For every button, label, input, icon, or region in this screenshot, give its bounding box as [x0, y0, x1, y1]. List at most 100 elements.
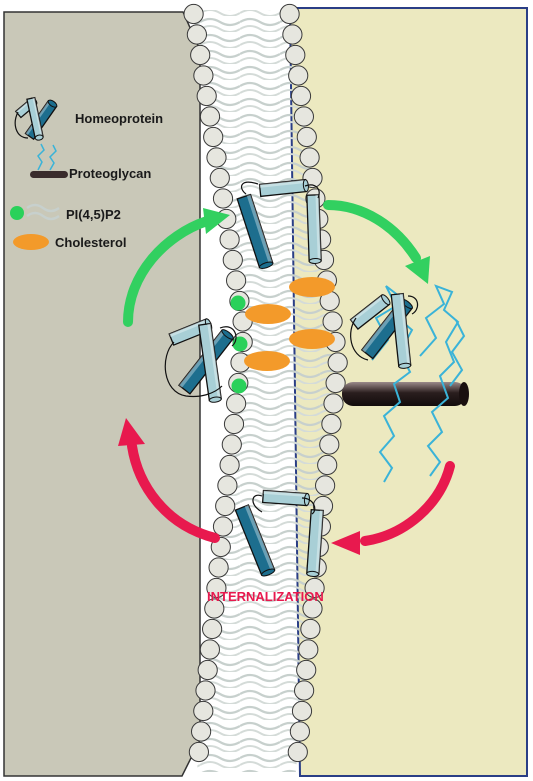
green-arrow-right: [323, 200, 430, 284]
lipid-head-bead: [296, 659, 317, 681]
helix: [234, 504, 276, 577]
pip2-molecule: [230, 295, 246, 311]
protein-loop: [219, 326, 237, 347]
lipid-head-bead: [209, 167, 230, 189]
lipid-head-bead: [226, 393, 247, 414]
lipid-head-bead: [304, 577, 325, 599]
legend-pip2-label: PI(4,5)P2: [66, 207, 121, 222]
lipid-head-bead: [197, 659, 218, 681]
pip2-molecule: [231, 378, 247, 394]
cholesterol-molecule: [289, 277, 335, 297]
lipid-head-bead: [193, 65, 214, 86]
helix: [349, 294, 391, 330]
lipid-head-bead: [217, 475, 238, 496]
lipid-head-bead: [222, 249, 243, 271]
legend-cholesterol-label: Cholesterol: [55, 235, 127, 250]
lipid-head-bead: [221, 434, 242, 455]
lipid-head-bead: [298, 639, 319, 660]
lipid-head-bead: [299, 147, 320, 168]
helix: [198, 322, 222, 403]
legend-homeoprotein-label: Homeoprotein: [75, 111, 163, 126]
lipid-head-bead: [315, 475, 336, 496]
helix: [261, 489, 310, 507]
internalization-label: INTERNALIZATION: [207, 589, 324, 604]
lipid-head-bead: [287, 741, 308, 763]
cholesterol-molecule: [245, 304, 291, 324]
pip2-icon: [10, 203, 60, 221]
lipid-head-bead: [290, 85, 312, 107]
helix: [390, 292, 412, 369]
lipid-head-bead: [212, 188, 234, 209]
lipid-head-bead: [215, 495, 236, 517]
homeoprotein-icon: [14, 96, 58, 141]
lipid-head-bead: [285, 44, 306, 66]
protein-loop: [164, 341, 223, 398]
lipid-head-bead: [282, 24, 303, 45]
lipid-head-bead: [302, 598, 323, 619]
lipid-head-bead: [293, 106, 314, 127]
pip2-molecule: [232, 336, 248, 352]
green-arrow-left: [123, 208, 230, 327]
protein-loop: [252, 494, 263, 513]
lipid-head-bead: [319, 434, 340, 455]
lipid-head-bead: [321, 413, 342, 435]
lipid-head-bead: [288, 65, 309, 86]
lipid-head-bead: [223, 413, 245, 435]
glycan-chain: [449, 319, 466, 387]
lipid-head-bead: [219, 229, 240, 250]
membrane-outer-leaflet: [183, 3, 253, 763]
lipid-head-bead: [206, 577, 227, 599]
lipid-head-bead: [190, 44, 211, 66]
lipid-head-bead: [183, 3, 204, 25]
lipid-head-bead: [219, 454, 240, 476]
homeoprotein-extracellular: [164, 318, 237, 403]
protein-loop: [240, 181, 259, 195]
lipid-head-bead: [203, 126, 224, 148]
proteoglycan-icon: [30, 143, 68, 178]
protein-loop: [301, 497, 316, 515]
helix: [236, 193, 274, 269]
lipid-head-bead: [188, 741, 209, 763]
helix: [306, 508, 324, 577]
lipid-head-bead: [196, 85, 217, 107]
lipid-head-bead: [300, 618, 321, 640]
protein-loop: [407, 295, 419, 315]
lipid-head-bead: [208, 557, 229, 578]
lipid-head-bead: [226, 270, 247, 291]
cholesterol-molecule: [289, 329, 335, 349]
lipid-head-bead: [279, 3, 300, 25]
lipid-head-bead: [186, 24, 207, 45]
homeoprotein-intracellular: [349, 292, 419, 369]
lipid-head-bead: [327, 352, 348, 373]
helix: [306, 194, 322, 264]
lipid-head-bead: [199, 639, 220, 660]
lipid-head-bead: [191, 721, 212, 742]
lipid-head-bead: [199, 106, 221, 127]
glycan-chain: [419, 284, 460, 477]
lipid-head-bead: [317, 454, 338, 476]
homeoprotein-membrane-top: [236, 178, 322, 269]
lipid-head-bead: [202, 618, 223, 640]
legend-proteoglycan-label: Proteoglycan: [69, 166, 151, 181]
lipid-head-bead: [204, 598, 225, 619]
red-arrow-right: [331, 461, 455, 555]
red-arrow-left: [118, 418, 220, 543]
lipid-head-bead: [212, 516, 234, 537]
lipid-head-bead: [325, 372, 346, 394]
lipid-head-bead: [289, 721, 310, 742]
cholesterol-molecule: [244, 351, 290, 371]
lipid-head-bead: [291, 700, 313, 722]
helix: [26, 96, 44, 141]
protein-loop: [304, 184, 320, 199]
lipid-head-bead: [323, 393, 344, 414]
lipid-head-bead: [193, 700, 214, 722]
lipid-head-bead: [294, 680, 315, 701]
homeoprotein-membrane-bottom: [234, 489, 324, 577]
protein-loop: [350, 317, 369, 361]
cholesterol-icon: [13, 234, 49, 250]
lipid-head-bead: [195, 680, 216, 701]
lipid-head-bead: [296, 126, 317, 148]
membrane-cholesterol-group: [244, 277, 335, 371]
